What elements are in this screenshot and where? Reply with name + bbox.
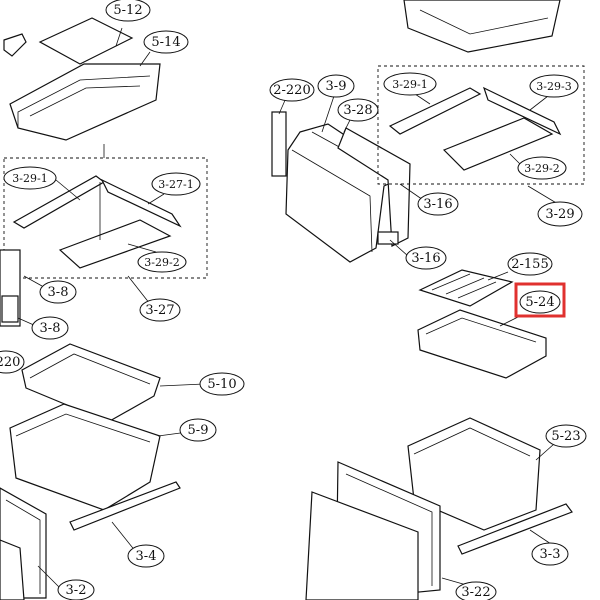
callout-text: 3-3 [540,547,561,562]
rail-3-29-2a [58,219,172,269]
frame-3-28 [337,127,411,247]
callout-text: 2-155 [511,257,548,272]
callout-text: 5-23 [551,429,580,444]
callout-text: 3-8 [40,321,61,336]
callout-3-8a: 3-8 [39,280,77,304]
callout-3-27-1: 3-27-1 [151,172,201,196]
callout-text: 220 [0,355,20,370]
drawer-top-right [403,0,561,53]
callout-text: 3-8 [48,285,69,300]
callout-5-12: 5-12 [105,0,151,22]
callout-text: 5-10 [207,377,236,392]
callout-text: 3-16 [423,197,452,212]
callout-3-29-1a: 3-29-1 [3,166,57,190]
callout-3-9: 3-9 [317,74,355,98]
drawer-front-3-22 [305,491,419,600]
callout-5-10: 5-10 [199,372,245,396]
callout-text: 5-24 [525,295,554,310]
rail-3-29-1b [388,87,482,135]
callout-2-155: 2-155 [507,252,553,276]
handle-part [3,33,27,57]
clip-3-16 [377,231,399,245]
rail-3-4 [69,481,181,531]
assembly-3-29-box [377,65,585,185]
tray-5-24 [417,309,547,379]
rail-3-27-1 [100,178,182,228]
rail-3-29-3 [482,86,562,136]
crisper-5-9 [9,403,161,511]
callout-text: 3-27-1 [158,178,193,191]
callout-text: 5-14 [151,35,180,50]
callout-text: 5-9 [188,423,209,438]
callout-3-29-2b: 3-29-2 [517,156,567,180]
callout-3-16a: 3-16 [417,192,459,216]
callout-3-3: 3-3 [531,542,569,566]
callout-text: 3-27 [145,303,174,318]
callout-220: 220 [0,350,25,374]
callout-3-4: 3-4 [127,544,165,568]
tray-5-10 [21,343,161,423]
callout-text: 3-29 [545,207,574,222]
callout-text: 3-29-1 [392,78,427,91]
callout-text: 3-29-2 [524,162,559,175]
callout-5-23: 5-23 [545,424,587,448]
rail-3-3 [457,503,573,555]
lid-5-12 [38,17,134,65]
callout-5-9: 5-9 [179,418,217,442]
callout-3-8b: 3-8 [31,316,69,340]
callout-3-29-3: 3-29-3 [529,74,579,98]
bin-5-14 [9,63,161,141]
callout-5-24: 5-24 [519,290,561,314]
callout-3-27: 3-27 [139,298,181,322]
callout-text: 3-16 [411,251,440,266]
callout-3-28: 3-28 [337,98,379,122]
callout-3-29-1b: 3-29-1 [383,72,437,96]
callout-text: 3-28 [343,103,372,118]
strip-2-220 [271,111,287,177]
callout-text: 3-4 [136,549,157,564]
callout-2-220: 2-220 [269,78,315,102]
callout-text: 3-2 [66,583,87,598]
callout-text: 3-29-2 [144,256,179,269]
callouts: 5-12 5-14 3-29-1 3-27-1 3-29-2 3-27 3-8 … [0,0,587,600]
callout-5-14: 5-14 [143,30,189,54]
drawer-front-left [0,539,25,600]
highlight-box-5-24 [514,282,566,318]
callout-text: 3-22 [461,585,490,600]
callout-3-22: 3-22 [455,581,497,600]
rail-3-29-2b [442,117,554,171]
callout-3-29-2a: 3-29-2 [137,251,187,273]
callout-3-2: 3-2 [57,579,95,600]
callout-3-16b: 3-16 [405,246,447,270]
side-clip [1,295,19,323]
callout-text: 3-29-1 [12,172,47,185]
callout-text: 3-9 [326,79,347,94]
parts-drawing [0,0,585,600]
callout-text: 3-29-3 [536,80,571,93]
cover-2-155 [418,269,514,307]
callout-text: 2-220 [273,83,310,98]
callout-3-29: 3-29 [537,201,583,227]
callout-text: 5-12 [113,3,142,18]
